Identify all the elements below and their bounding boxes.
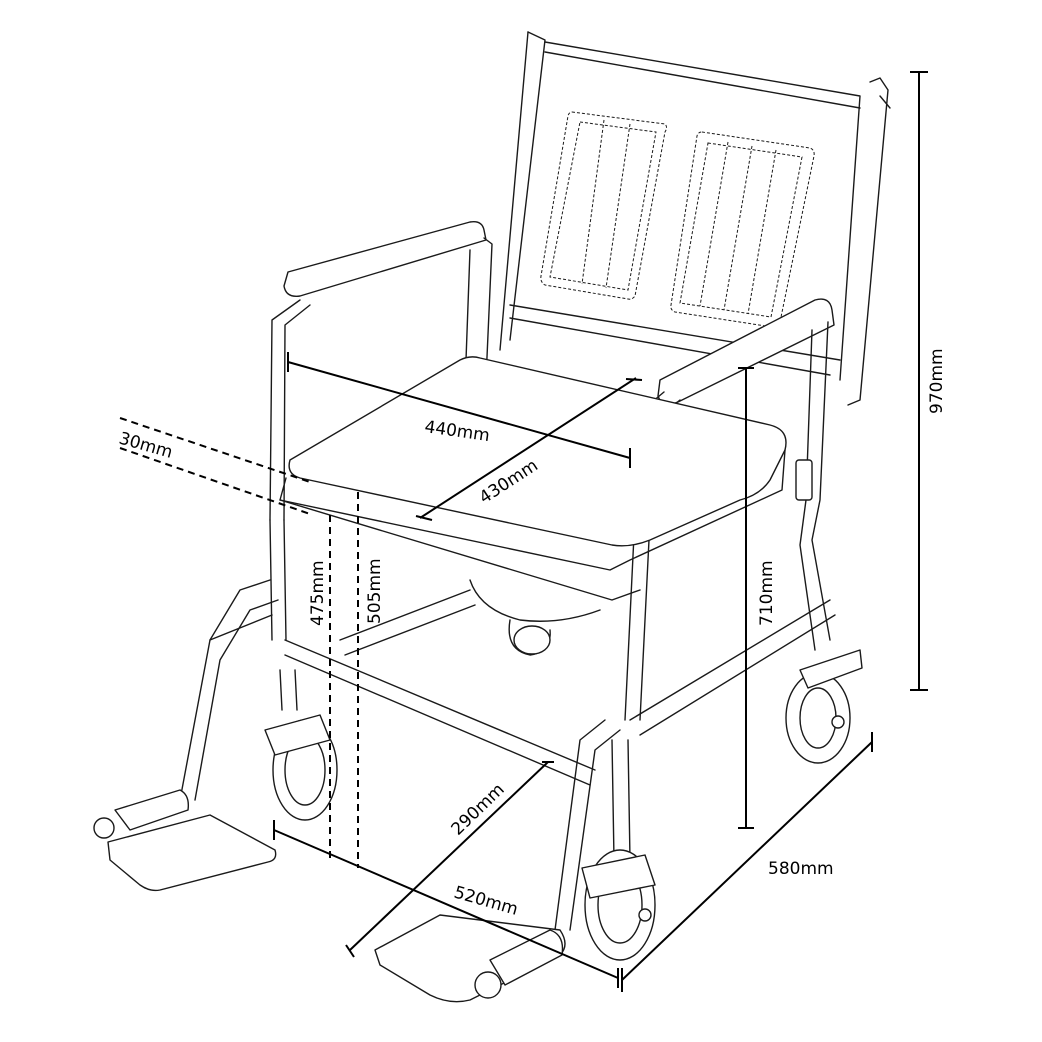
armrest-right [624, 298, 835, 721]
label-overall-width: 580mm [768, 859, 834, 879]
caster-rear-right [785, 649, 863, 764]
backrest [499, 31, 891, 406]
label-seat-height-505: 505mm [365, 558, 385, 624]
wheelchair-drawing [93, 31, 891, 1003]
label-overall-height: 970mm [927, 348, 947, 414]
footrest-right [374, 719, 621, 1003]
footrest-left [93, 579, 279, 892]
label-armrest-height: 710mm [757, 560, 777, 626]
caster-front-left [264, 669, 338, 821]
dimension-lines [119, 71, 928, 992]
lower-frame [269, 519, 836, 786]
armrest-left [269, 220, 493, 521]
caster-front-right [581, 739, 656, 961]
label-inner-frame-width: 290mm [448, 780, 509, 840]
label-seat-height-475: 475mm [308, 560, 328, 626]
back-pad-right [670, 131, 815, 328]
seat [279, 356, 787, 656]
caster-rear-left [513, 625, 551, 655]
back-pad-left [540, 111, 667, 300]
label-overall-depth: 520mm [452, 883, 521, 920]
